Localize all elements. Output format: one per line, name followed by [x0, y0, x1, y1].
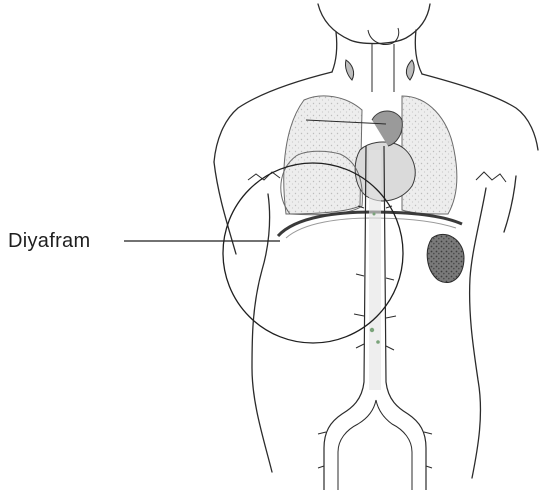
aortic-arch — [372, 111, 402, 146]
left-lung — [284, 96, 362, 214]
left-neck-gland — [345, 60, 353, 80]
right-torso-outline — [470, 188, 486, 478]
spleen — [427, 234, 464, 282]
neck-left-outline — [332, 32, 337, 72]
right-neck-gland — [406, 60, 414, 80]
left-axillary-node — [248, 172, 280, 180]
right-axillary-node — [476, 172, 506, 182]
left-torso-outline — [252, 194, 272, 472]
neck-right-outline — [415, 30, 422, 74]
larynx — [368, 28, 399, 44]
diaphragm-label: Diyafram — [8, 230, 90, 253]
right-arm-outline — [504, 176, 516, 232]
left-arm-outline — [214, 162, 236, 254]
neck-structures — [345, 28, 414, 92]
chin-outline — [318, 4, 430, 44]
aorta-shading — [369, 150, 381, 390]
heart — [355, 142, 415, 201]
